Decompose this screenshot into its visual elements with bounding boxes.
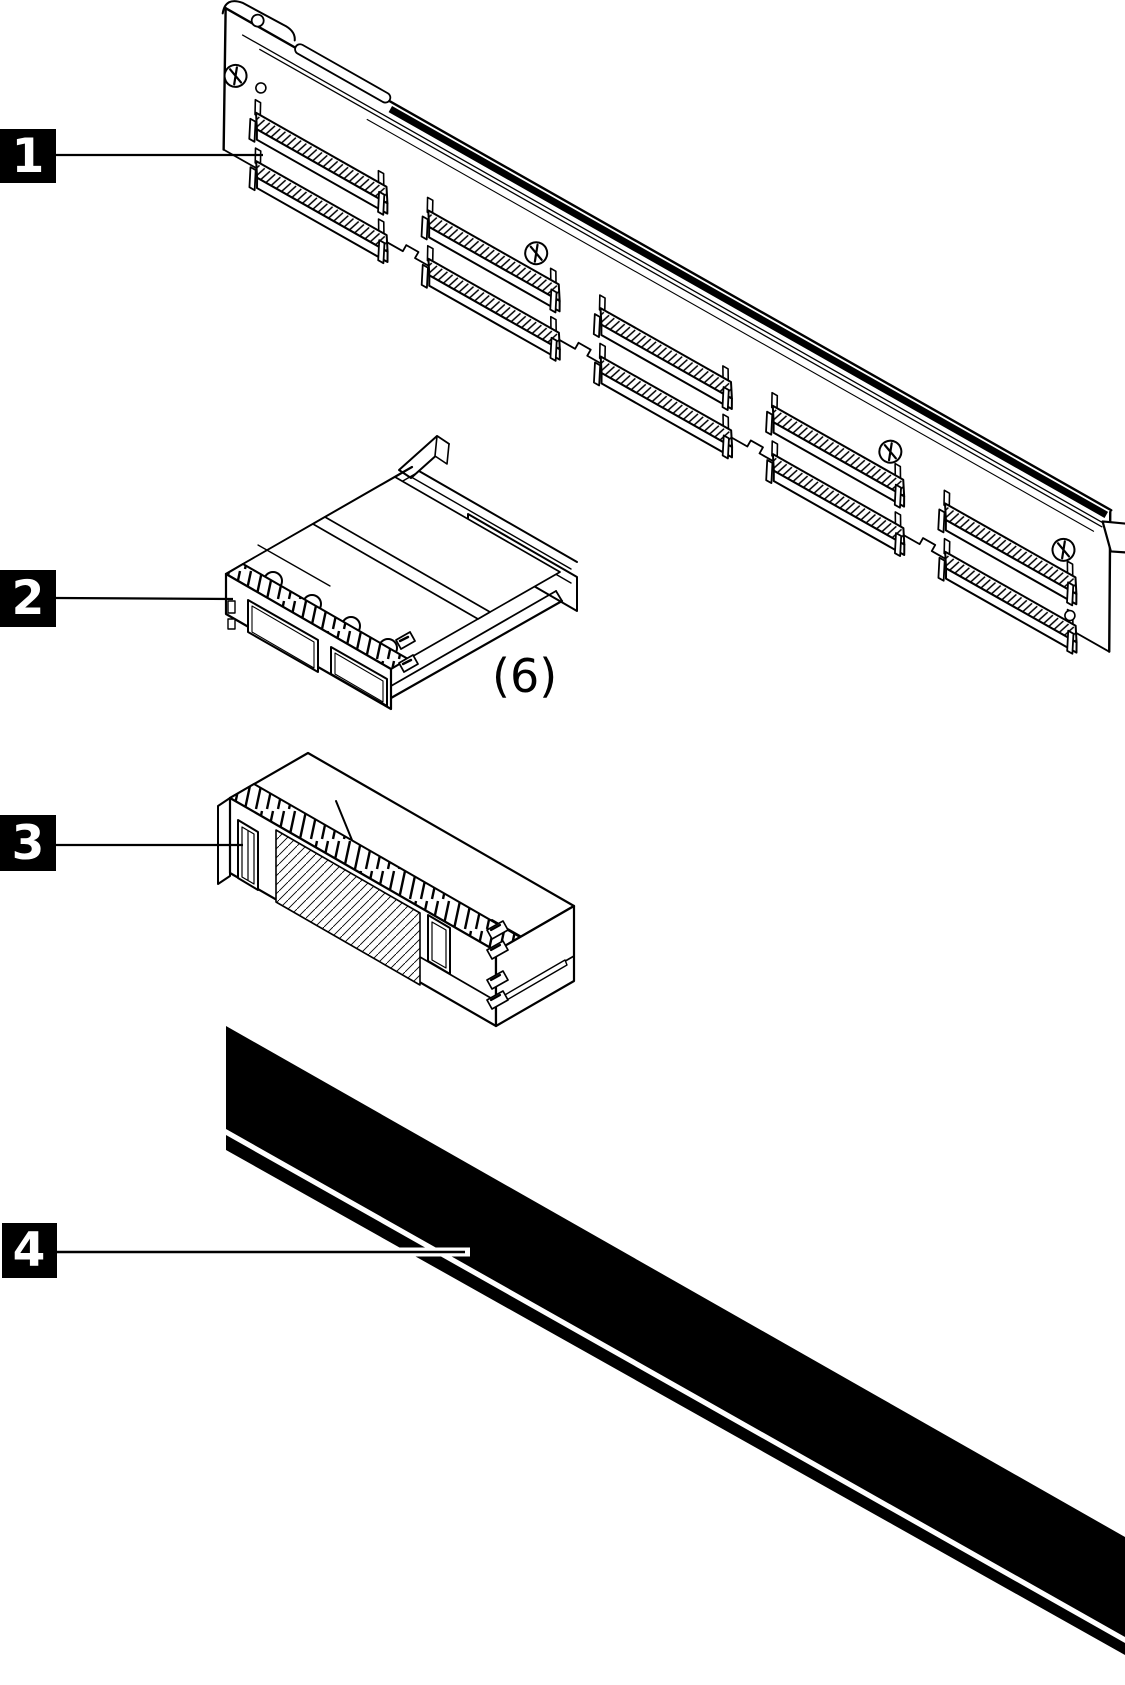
- black-cover-strip-illustration: [226, 1026, 1125, 1655]
- callout-1-label: 1: [12, 129, 45, 184]
- callout-3-box: [0, 815, 56, 871]
- drive-tray-filler-illustration: [224, 435, 578, 711]
- callout-2-box: [0, 570, 56, 627]
- drive-bay-filler-illustration: [217, 751, 576, 1028]
- slot-cutout-icon: [294, 43, 392, 104]
- callout-4-label: 4: [13, 1223, 46, 1278]
- latch-clip-icon: [398, 654, 419, 673]
- callout-4-box: [2, 1223, 57, 1278]
- callout-1: 1: [0, 129, 56, 184]
- leader-line-2: [55, 596, 234, 601]
- callout-2-label: 2: [12, 571, 45, 626]
- quantity-note: (6): [492, 649, 557, 703]
- latch-clip-icon: [395, 631, 416, 650]
- callout-4: 4: [2, 1223, 57, 1278]
- tray-cutout: [247, 599, 319, 673]
- callout-leader-lines: [55, 153, 470, 1257]
- callout-3: 3: [0, 815, 56, 871]
- tray-cutout: [330, 646, 388, 707]
- callout-1-box: [0, 129, 56, 183]
- latch-clip-icon: [486, 920, 509, 1010]
- hatched-panel: [275, 829, 421, 986]
- drive-backplane-illustration: [219, 0, 1125, 657]
- mount-hole-icon: [250, 13, 265, 28]
- callout-2: 2: [0, 570, 56, 627]
- callout-3-label: 3: [12, 816, 45, 871]
